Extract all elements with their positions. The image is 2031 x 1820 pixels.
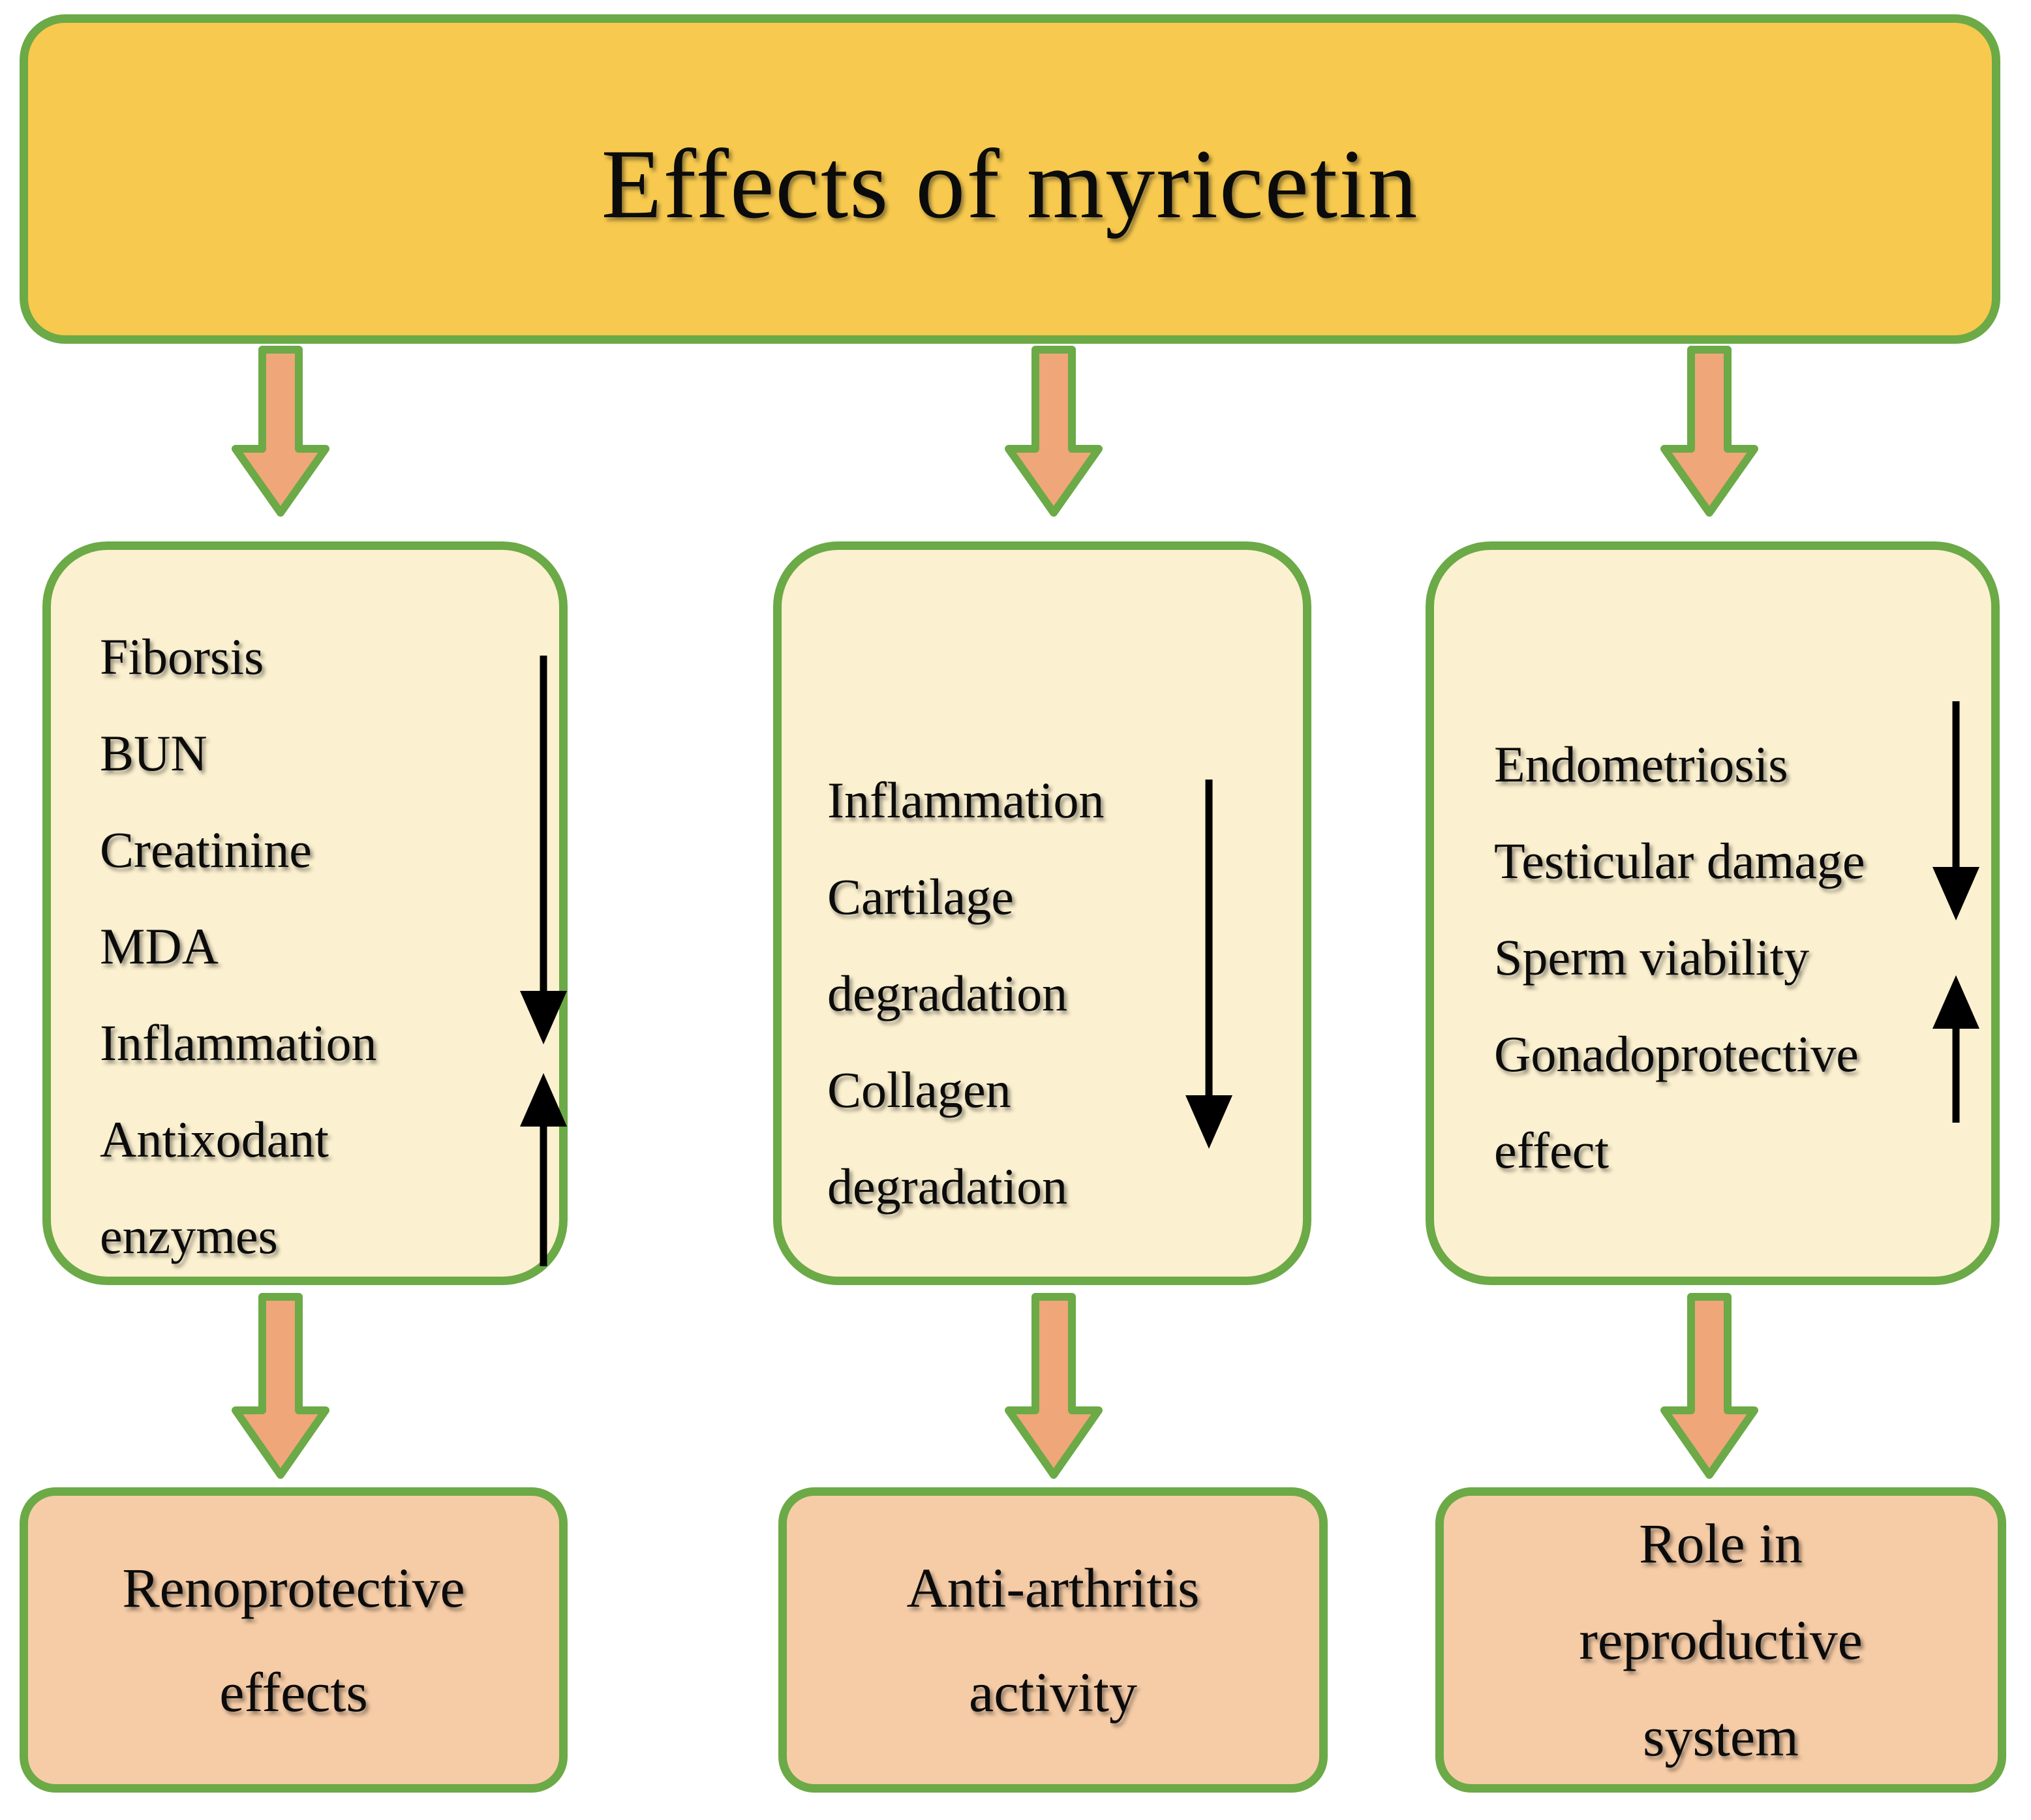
result-label-line: reproductive [1579, 1609, 1863, 1671]
decrease-arrow-icon [520, 656, 567, 1044]
flow-down-arrow-icon [232, 1293, 329, 1479]
increase-arrow-icon [520, 1073, 567, 1266]
effect-item: Inflammation [827, 772, 1105, 828]
effect-item: BUN [100, 725, 207, 781]
result-box-anti-arthritis: Anti-arthritis activity [778, 1487, 1328, 1793]
result-box-reproductive-system: Role in reproductive system [1435, 1487, 2006, 1793]
result-label-line: system [1643, 1705, 1799, 1768]
flow-down-arrow-icon [1005, 346, 1103, 517]
effect-list: Inflammation Cartilage degradation Colla… [827, 752, 1105, 1235]
flow-down-arrow-icon [1660, 346, 1758, 517]
effect-item: Fiborsis [100, 628, 264, 685]
flow-down-arrow-icon [232, 346, 329, 517]
result-label-line: Role in [1639, 1512, 1803, 1575]
effect-item: Antixodant [100, 1111, 329, 1168]
decrease-arrow-icon [1932, 701, 1979, 920]
effect-box-reproductive: Endometriosis Testicular damage Sperm vi… [1426, 541, 2000, 1285]
effect-item: effect [1494, 1122, 1610, 1179]
effect-item: Inflammation [100, 1014, 377, 1071]
effect-item: Gonadoprotective [1494, 1025, 1859, 1082]
effect-item: Sperm viability [1494, 929, 1810, 986]
result-label-line: Renoprotective [122, 1556, 465, 1619]
result-label-line: Anti-arthritis [906, 1556, 1200, 1619]
flow-down-arrow-icon [1660, 1293, 1758, 1479]
effect-item: Testicular damage [1494, 832, 1865, 889]
decrease-arrow-icon [1185, 780, 1232, 1149]
result-label-line: effects [219, 1661, 368, 1723]
increase-arrow-icon [1932, 975, 1979, 1123]
result-box-renoprotective: Renoprotective effects [20, 1487, 568, 1793]
effect-box-renal: Fiborsis BUN Creatinine MDA Inflammation… [42, 541, 568, 1285]
diagram-title: Effects of myricetin [601, 129, 1419, 239]
title-box: Effects of myricetin [20, 14, 2000, 344]
effect-item: MDA [100, 918, 219, 975]
effect-item: Collagen [827, 1061, 1011, 1118]
effect-item: enzymes [100, 1207, 278, 1264]
effect-item: Endometriosis [1494, 736, 1788, 793]
effect-list: Fiborsis BUN Creatinine MDA Inflammation… [100, 609, 377, 1284]
effect-item: Creatinine [100, 821, 312, 878]
result-label-line: activity [969, 1661, 1137, 1723]
effect-box-arthritis: Inflammation Cartilage degradation Colla… [773, 541, 1311, 1285]
effect-item: degradation [827, 965, 1068, 1022]
flow-down-arrow-icon [1005, 1293, 1103, 1479]
effect-item: degradation [827, 1158, 1068, 1215]
effect-list: Endometriosis Testicular damage Sperm vi… [1494, 716, 1865, 1199]
effect-item: Cartilage [827, 868, 1014, 925]
